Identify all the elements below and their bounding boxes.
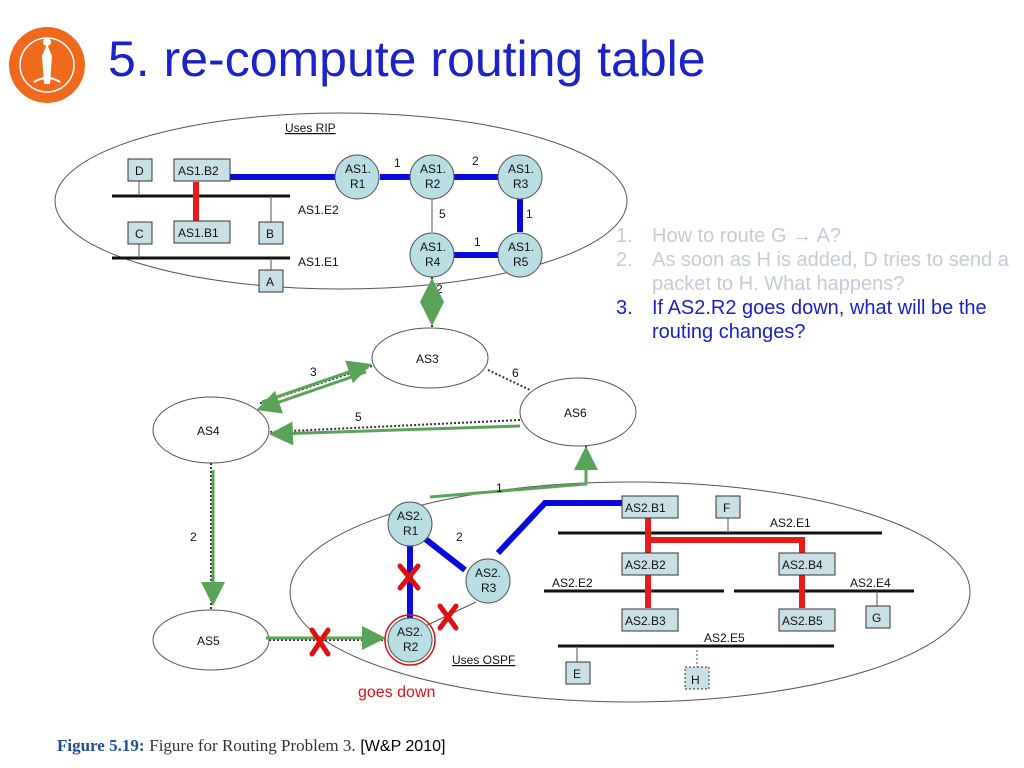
svg-text:AS2.: AS2.	[397, 509, 423, 523]
as2-r3: AS2. R3	[465, 558, 511, 604]
svg-text:F: F	[723, 501, 730, 515]
cost-r2-r4: 5	[439, 207, 446, 221]
svg-text:R4: R4	[425, 255, 441, 269]
as1-r3: AS1. R3	[497, 154, 543, 200]
net-as1-e2: AS1.E2	[298, 203, 339, 217]
svg-text:AS1.: AS1.	[420, 162, 446, 176]
cost-r4-r5: 1	[474, 235, 481, 249]
host-h	[684, 666, 710, 690]
as1-r4: AS1. R4	[409, 232, 455, 278]
net-as1-e1: AS1.E1	[298, 255, 339, 269]
cost-r2-r3: 2	[472, 154, 479, 168]
routing-diagram: Uses RIP Uses OSPF AS1.E2 AS1.E1 D AS1.B…	[54, 112, 971, 703]
caltech-logo	[6, 24, 88, 111]
net-as2-e5: AS2.E5	[704, 631, 745, 645]
as2-b4	[778, 552, 836, 576]
question-3: 3. If AS2.R2 goes down, what will be the…	[616, 297, 987, 343]
svg-text:H: H	[691, 673, 700, 687]
svg-text:AS1.: AS1.	[420, 240, 446, 254]
figure-text: Figure for Routing Problem 3.	[149, 736, 356, 755]
as2-r1: AS2. R1	[387, 501, 433, 547]
svg-text:AS1.: AS1.	[508, 240, 534, 254]
as2-b5	[778, 608, 836, 632]
host-f	[715, 495, 741, 519]
as2-r2: AS2. R2	[384, 614, 436, 666]
cost-r3-r5: 1	[526, 207, 533, 221]
question-list: 1. How to route G → A? 2. As soon as H i…	[616, 224, 1016, 344]
cost-as3-as6: 6	[512, 366, 519, 380]
svg-text:AS1.: AS1.	[345, 162, 371, 176]
cost-as6-as4: 5	[355, 410, 362, 424]
as2-label: Uses OSPF	[452, 653, 515, 667]
as6-cloud: AS6	[519, 377, 637, 447]
as1-r2: AS1. R2	[409, 154, 455, 200]
host-c	[127, 221, 153, 245]
fail-x-icon	[437, 603, 459, 631]
svg-text:AS3: AS3	[416, 352, 439, 366]
host-e	[565, 661, 591, 685]
goes-down-label: goes down	[358, 684, 435, 701]
slide-title: 5. re-compute routing table	[108, 31, 706, 87]
as2-b2	[621, 552, 679, 576]
svg-text:R5: R5	[513, 255, 529, 269]
svg-text:R3: R3	[513, 177, 529, 191]
svg-text:C: C	[135, 227, 144, 241]
svg-text:AS5: AS5	[197, 634, 220, 648]
svg-text:R1: R1	[403, 524, 419, 538]
svg-text:AS2.B1: AS2.B1	[625, 501, 666, 515]
net-as2-e1: AS2.E1	[770, 516, 811, 530]
net-as2-e2: AS2.E2	[552, 576, 593, 590]
svg-text:AS2.: AS2.	[475, 566, 501, 580]
svg-text:R2: R2	[425, 177, 441, 191]
svg-text:AS1.B2: AS1.B2	[178, 164, 219, 178]
svg-text:AS2.B5: AS2.B5	[782, 614, 823, 628]
svg-text:B: B	[266, 227, 274, 241]
as2-b3	[621, 608, 679, 632]
svg-text:E: E	[573, 667, 581, 681]
cost-r4-as3: 2	[436, 282, 443, 296]
cost-r1-r3: 2	[456, 530, 463, 544]
svg-text:G: G	[872, 611, 881, 625]
svg-text:AS2.B4: AS2.B4	[782, 558, 823, 572]
as1-b2	[173, 158, 231, 182]
as2-b1	[621, 495, 679, 519]
svg-text:AS6: AS6	[564, 406, 587, 420]
host-d	[127, 158, 153, 182]
svg-text:R2: R2	[403, 640, 419, 654]
as4-cloud: AS4	[152, 396, 270, 464]
figure-number: Figure 5.19:	[57, 736, 145, 755]
cost-as6-as2: 1	[496, 481, 503, 495]
svg-text:R3: R3	[481, 581, 497, 595]
as1-region	[54, 112, 628, 290]
svg-text:R1: R1	[350, 177, 366, 191]
svg-text:AS2.: AS2.	[397, 625, 423, 639]
as1-r1: AS1. R1	[334, 154, 380, 200]
svg-text:AS2.B3: AS2.B3	[625, 614, 666, 628]
net-as2-e4: AS2.E4	[850, 576, 891, 590]
as1-b1	[173, 220, 231, 244]
as3-cloud: AS3	[371, 327, 489, 389]
host-a	[258, 269, 284, 293]
as5-cloud: AS5	[152, 609, 270, 671]
svg-text:AS2.B2: AS2.B2	[625, 558, 666, 572]
fail-x-icon	[309, 627, 331, 657]
svg-text:D: D	[135, 164, 144, 178]
fail-x-icon	[397, 563, 421, 591]
cost-r1-r2: 1	[394, 156, 401, 170]
svg-text:AS1.B1: AS1.B1	[178, 226, 219, 240]
figure-caption: Figure 5.19: Figure for Routing Problem …	[57, 736, 445, 756]
svg-text:AS1.: AS1.	[508, 162, 534, 176]
svg-text:A: A	[266, 275, 274, 289]
citation: [W&P 2010]	[360, 738, 446, 755]
svg-text:AS4: AS4	[197, 424, 220, 438]
host-b	[258, 221, 284, 245]
question-1: 1. How to route G → A?	[616, 225, 841, 247]
cost-as4-as5: 2	[190, 530, 197, 544]
as1-r5: AS1. R5	[497, 232, 543, 278]
cost-as3-as4: 3	[310, 365, 317, 379]
host-g	[865, 605, 891, 629]
as1-label: Uses RIP	[285, 121, 336, 135]
question-2: 2. As soon as H is added, D tries to sen…	[616, 249, 1009, 295]
